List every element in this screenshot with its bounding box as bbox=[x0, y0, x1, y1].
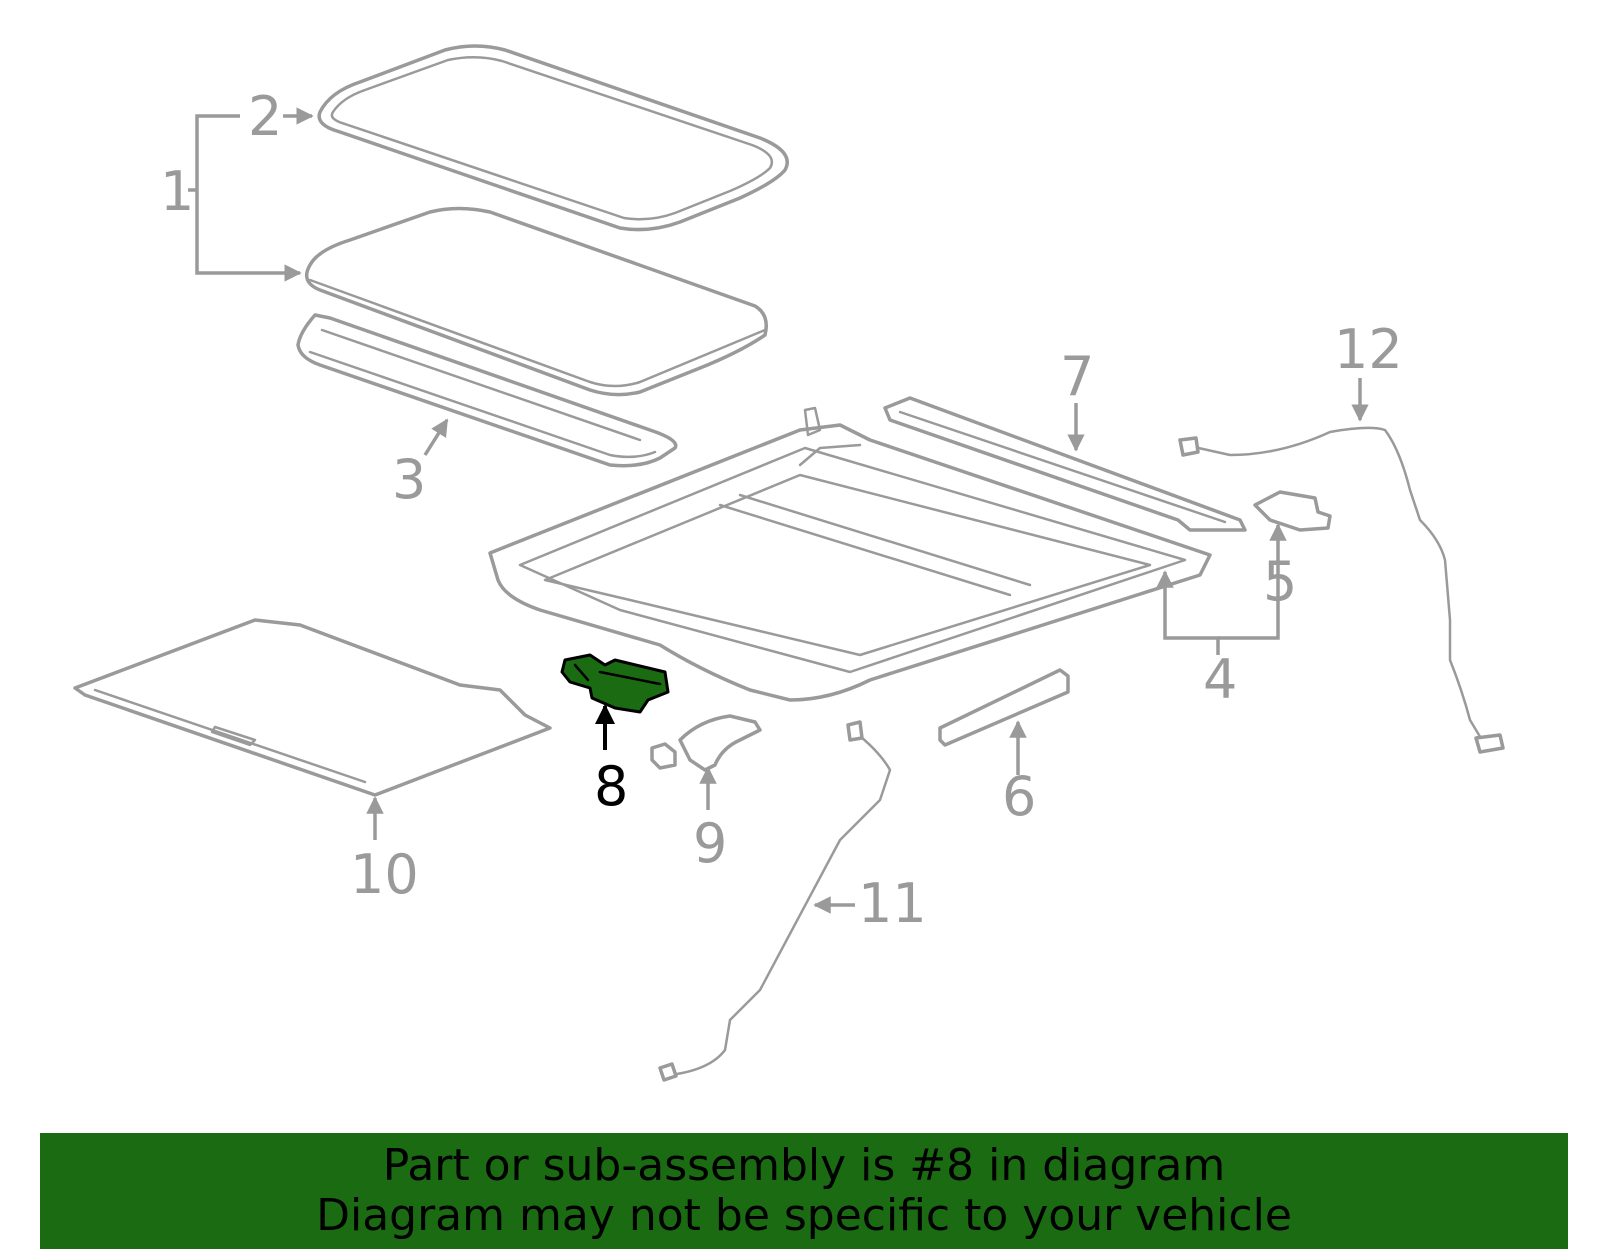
part-4-sunroof-frame bbox=[488, 406, 1212, 702]
banner-line-1: Part or sub-assembly is #8 in diagram bbox=[382, 1140, 1226, 1191]
callout-12: 12 bbox=[1334, 318, 1403, 381]
callout-1: 1 bbox=[160, 160, 194, 223]
part-6-trim-strip bbox=[938, 668, 1070, 747]
leader-lines bbox=[188, 107, 1369, 914]
callout-7: 7 bbox=[1060, 345, 1094, 408]
banner-line-2: Diagram may not be specific to your vehi… bbox=[316, 1190, 1292, 1241]
part-11-drain-hose bbox=[658, 720, 892, 1082]
callout-4: 4 bbox=[1203, 648, 1237, 711]
part-5-bracket bbox=[1253, 490, 1332, 532]
callout-3: 3 bbox=[392, 448, 426, 511]
part-8-motor[interactable] bbox=[560, 653, 670, 714]
callout-2: 2 bbox=[248, 85, 282, 148]
callout-10: 10 bbox=[350, 843, 419, 906]
part-3-wind-deflector bbox=[296, 313, 678, 468]
callout-8: 8 bbox=[594, 755, 628, 818]
callout-6: 6 bbox=[1002, 765, 1036, 828]
part-12-drain-hose bbox=[1178, 426, 1505, 754]
part-10-sunshade bbox=[73, 618, 552, 797]
part-1-glass-panel bbox=[304, 206, 768, 397]
part-7-rear-rail bbox=[883, 396, 1247, 532]
callout-labels: 1 2 3 4 5 6 7 8 9 10 11 12 bbox=[160, 85, 1403, 935]
part-2-glass-seal bbox=[317, 44, 789, 232]
info-banner: Part or sub-assembly is #8 in diagram Di… bbox=[40, 1133, 1568, 1249]
callout-9: 9 bbox=[693, 812, 727, 875]
callout-11: 11 bbox=[858, 872, 927, 935]
part-9-clip bbox=[650, 714, 762, 772]
callout-5: 5 bbox=[1263, 550, 1297, 613]
